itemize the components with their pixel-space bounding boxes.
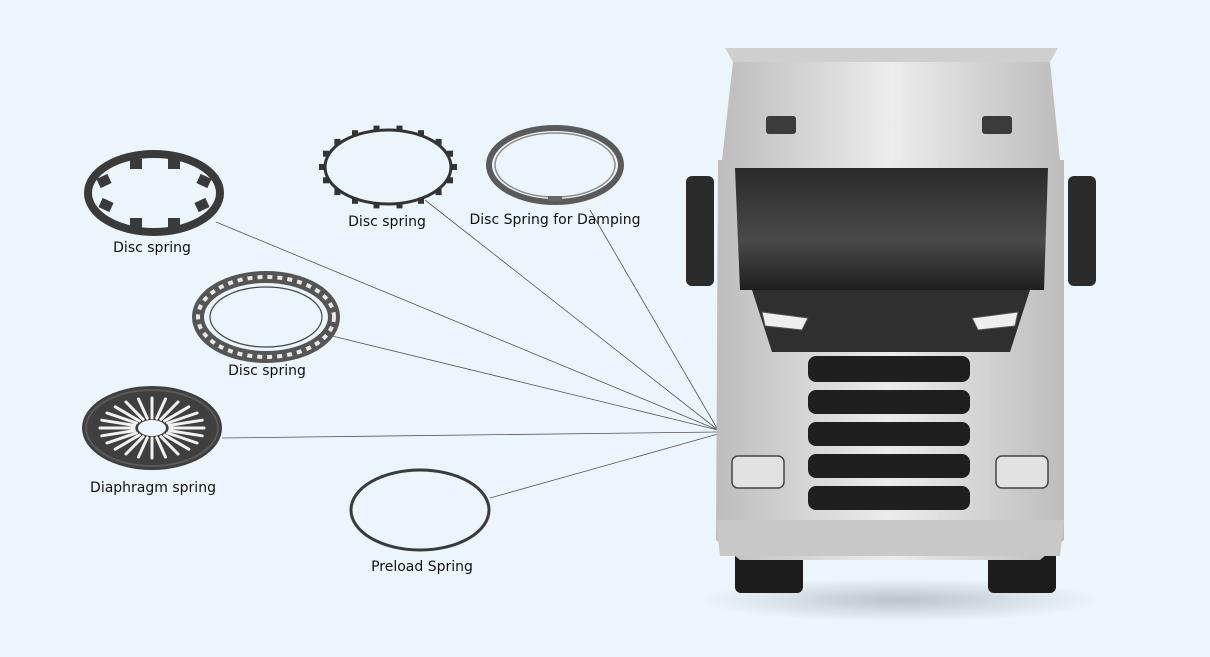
leader-lines — [215, 199, 719, 499]
diaphragm-spring-image — [82, 386, 222, 470]
part-label-disc-spring-damping: Disc Spring for Damping — [469, 212, 641, 228]
part-label-disc-spring-1: Disc spring — [113, 240, 191, 256]
disc-spring-damping-image — [486, 125, 624, 205]
leader-line-disc-spring-2 — [424, 199, 719, 431]
part-label-diaphragm-spring: Diaphragm spring — [90, 480, 216, 496]
leader-line-disc-spring-damping — [589, 209, 719, 431]
leader-line-preload-spring — [489, 433, 719, 499]
disc-spring-2-image — [319, 125, 457, 209]
disc-spring-1-image — [84, 150, 224, 236]
truck-illustration — [686, 48, 1100, 622]
part-label-disc-spring-3: Disc spring — [228, 363, 306, 379]
leader-line-disc-spring-1 — [215, 221, 719, 431]
part-label-preload-spring: Preload Spring — [371, 559, 473, 575]
part-label-disc-spring-2: Disc spring — [348, 214, 426, 230]
disc-spring-3-image — [192, 271, 340, 363]
preload-spring-image — [349, 468, 491, 552]
leader-line-diaphragm-spring — [221, 431, 719, 439]
leader-line-disc-spring-3 — [327, 334, 719, 431]
